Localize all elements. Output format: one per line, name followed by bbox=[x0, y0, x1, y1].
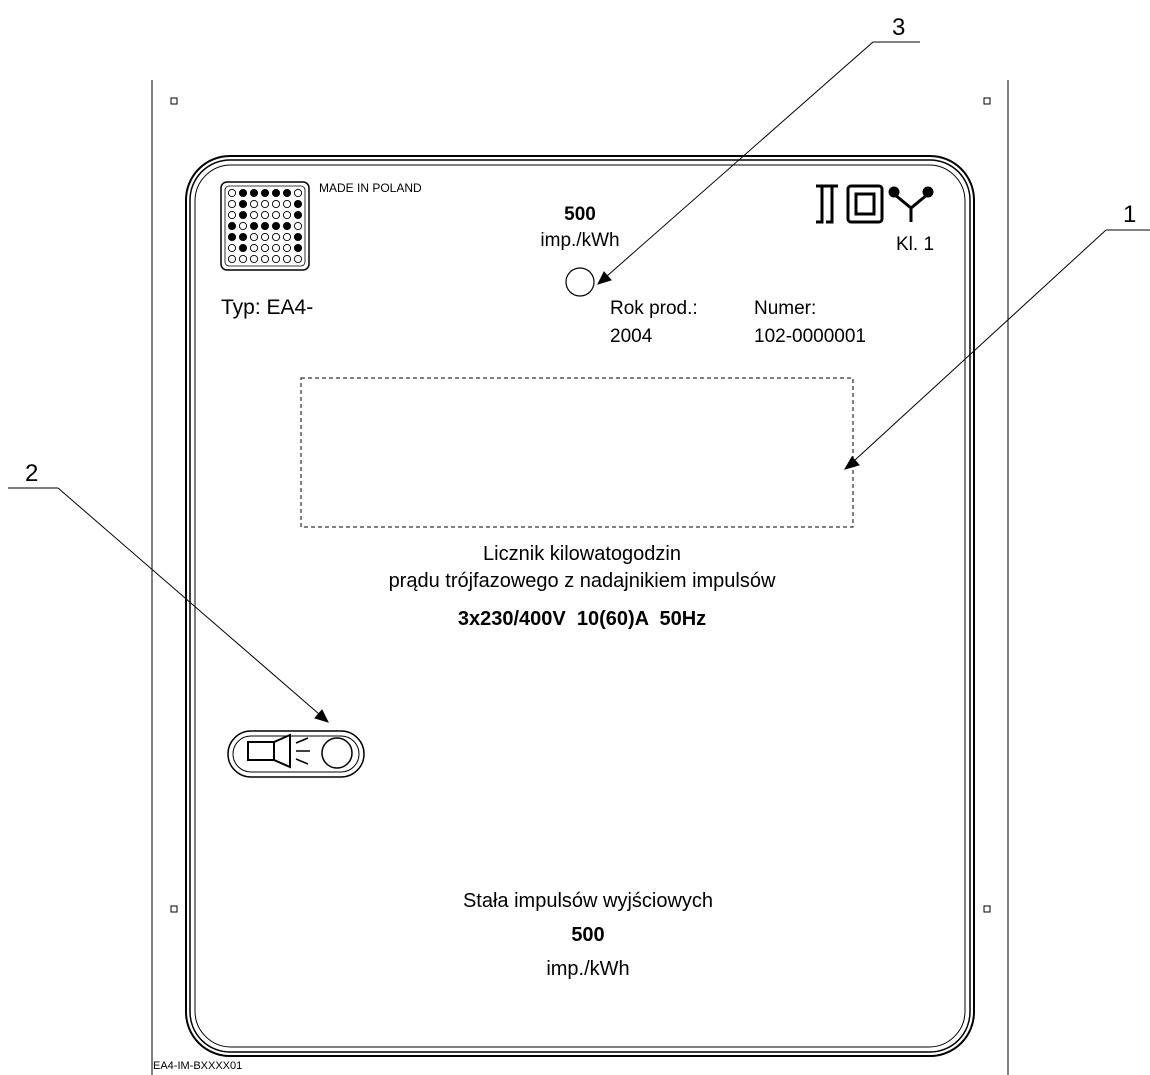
callout-number-2: 2 bbox=[25, 460, 39, 487]
mount-hole-br bbox=[983, 905, 991, 913]
top-constant-value: 500 bbox=[564, 204, 596, 225]
drawing-code: EA4-IM-BXXXX01 bbox=[153, 1060, 243, 1072]
description-line-1: Licznik kilowatogodzin bbox=[483, 543, 681, 565]
output-constant-label: Stała impulsów wyjściowych bbox=[462, 890, 714, 912]
callout-number-1: 1 bbox=[1123, 201, 1137, 228]
serial-value: 102-0000001 bbox=[754, 326, 866, 347]
output-constant-value: 500 bbox=[571, 924, 605, 946]
callout-leader-3 bbox=[597, 41, 920, 285]
year-value: 2004 bbox=[610, 326, 653, 347]
top-constant-unit: imp./kWh bbox=[540, 230, 620, 251]
description-line-2: prądu trójfazowego z nadajnikiem impulsó… bbox=[388, 570, 776, 592]
mount-hole-tr bbox=[983, 97, 991, 105]
year-label: Rok prod.: bbox=[610, 298, 698, 319]
accuracy-class: Kl. 1 bbox=[896, 234, 935, 255]
dot-matrix-mark-icon bbox=[220, 181, 310, 271]
manufacturer-logo-icon bbox=[816, 184, 934, 224]
plate-border-middle bbox=[189, 159, 971, 1053]
optical-port-icon bbox=[227, 730, 365, 778]
test-led-circle bbox=[565, 267, 595, 297]
mount-hole-tl bbox=[170, 97, 178, 105]
callout-number-3: 3 bbox=[892, 14, 906, 41]
callout-leader-2 bbox=[8, 487, 329, 723]
plate-border-outer bbox=[185, 155, 975, 1057]
mount-hole-bl bbox=[170, 905, 178, 913]
serial-label: Numer: bbox=[754, 298, 817, 319]
output-constant-unit: imp./kWh bbox=[546, 958, 630, 980]
meter-type: Typ: EA4- bbox=[221, 296, 314, 319]
callout-leader-1 bbox=[843, 229, 1150, 470]
made-in-label: MADE IN POLAND bbox=[319, 181, 422, 195]
rating-line: 3x230/400V 10(60)A 50Hz bbox=[457, 608, 707, 630]
display-window bbox=[300, 377, 854, 528]
